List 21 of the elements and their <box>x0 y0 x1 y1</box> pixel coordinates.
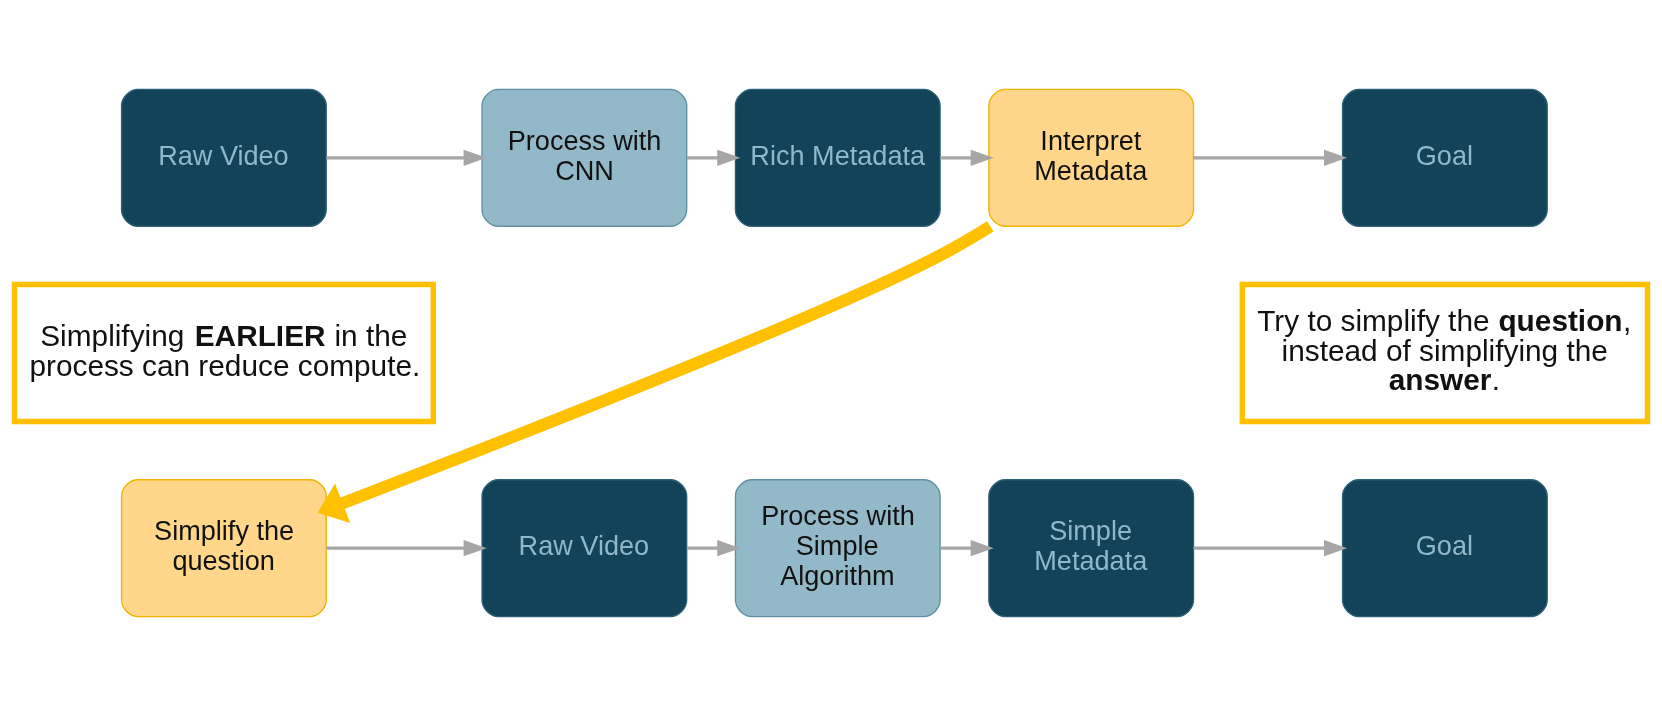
arrow <box>686 539 741 556</box>
node-box: Simplifying EARLIER in the process can reduce compute. <box>11 281 436 424</box>
node-box: Raw Video <box>481 478 688 617</box>
arrow <box>940 539 994 556</box>
node-box: Raw Video <box>120 88 327 227</box>
node-box: Goal <box>1341 478 1548 617</box>
arrow <box>1193 149 1348 166</box>
arrow <box>686 149 741 166</box>
node-box: Simplify the question <box>120 478 327 617</box>
node-box: Rich Metadata <box>734 88 941 227</box>
arrow <box>317 220 994 523</box>
node-box: Process with Simple Algorithm <box>734 478 941 617</box>
node-box: Try to simplify the question, instead of simplifying the answer. <box>1239 281 1651 424</box>
arrow <box>326 149 487 166</box>
node-box: Process with CNN <box>481 88 688 227</box>
node-box: Goal <box>1341 88 1548 227</box>
node-box: Simple Metadata <box>988 478 1195 617</box>
arrow <box>326 539 487 556</box>
arrow <box>1193 539 1348 556</box>
node-box: Interpret Metadata <box>988 88 1195 227</box>
arrow <box>940 149 994 166</box>
